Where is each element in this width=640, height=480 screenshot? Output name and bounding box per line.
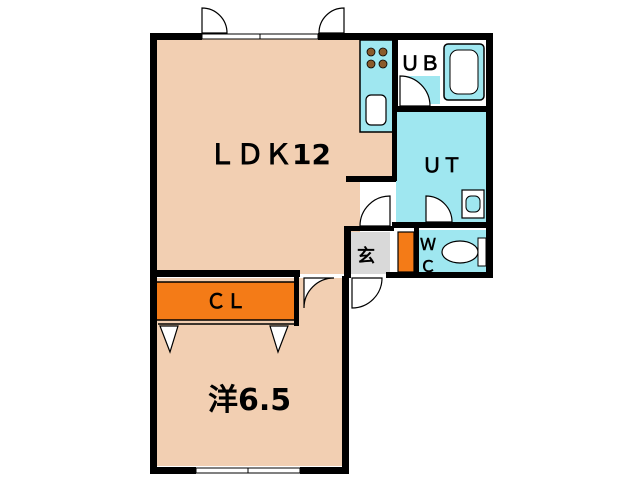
kitchen-sink-icon [365, 94, 387, 126]
window-top [201, 33, 319, 40]
toilet-bowl-icon [441, 240, 479, 264]
closet-door-leaf [269, 325, 289, 354]
ldk-label: ＬＤＫ12 [208, 138, 331, 171]
door-swings [201, 7, 453, 309]
entrance-floor [350, 232, 390, 274]
toilet-label-c: Ｃ [420, 257, 436, 276]
balcony-door-right [318, 7, 345, 34]
toilet-label-w: Ｗ [420, 235, 436, 254]
bath-door [399, 75, 431, 107]
stove-burner [366, 47, 376, 57]
unit-bath-label: ＵＢ [400, 51, 440, 75]
ldk-floor-ext [155, 38, 395, 178]
washbasin-bowl [465, 195, 481, 213]
window-bottom [195, 467, 301, 474]
stove-burner [366, 59, 376, 69]
entrance-label: 玄 [357, 245, 375, 267]
utility-door [425, 195, 453, 223]
ldk-door [359, 195, 391, 227]
bathtub-basin [449, 49, 479, 95]
toilet-tank [477, 237, 487, 267]
utility-label: ＵＴ [422, 153, 462, 177]
entrance-door [351, 277, 383, 309]
balcony-door-left [201, 7, 228, 34]
closet-label: ＣＬ [206, 289, 246, 313]
shoe-cabinet [397, 231, 415, 273]
western-room-door [303, 277, 335, 309]
stove-burner [378, 47, 388, 57]
closet-door-leaf [159, 325, 179, 354]
western-room-label: 洋6.5 [208, 383, 291, 418]
stove-burner [378, 59, 388, 69]
walls [150, 33, 493, 474]
